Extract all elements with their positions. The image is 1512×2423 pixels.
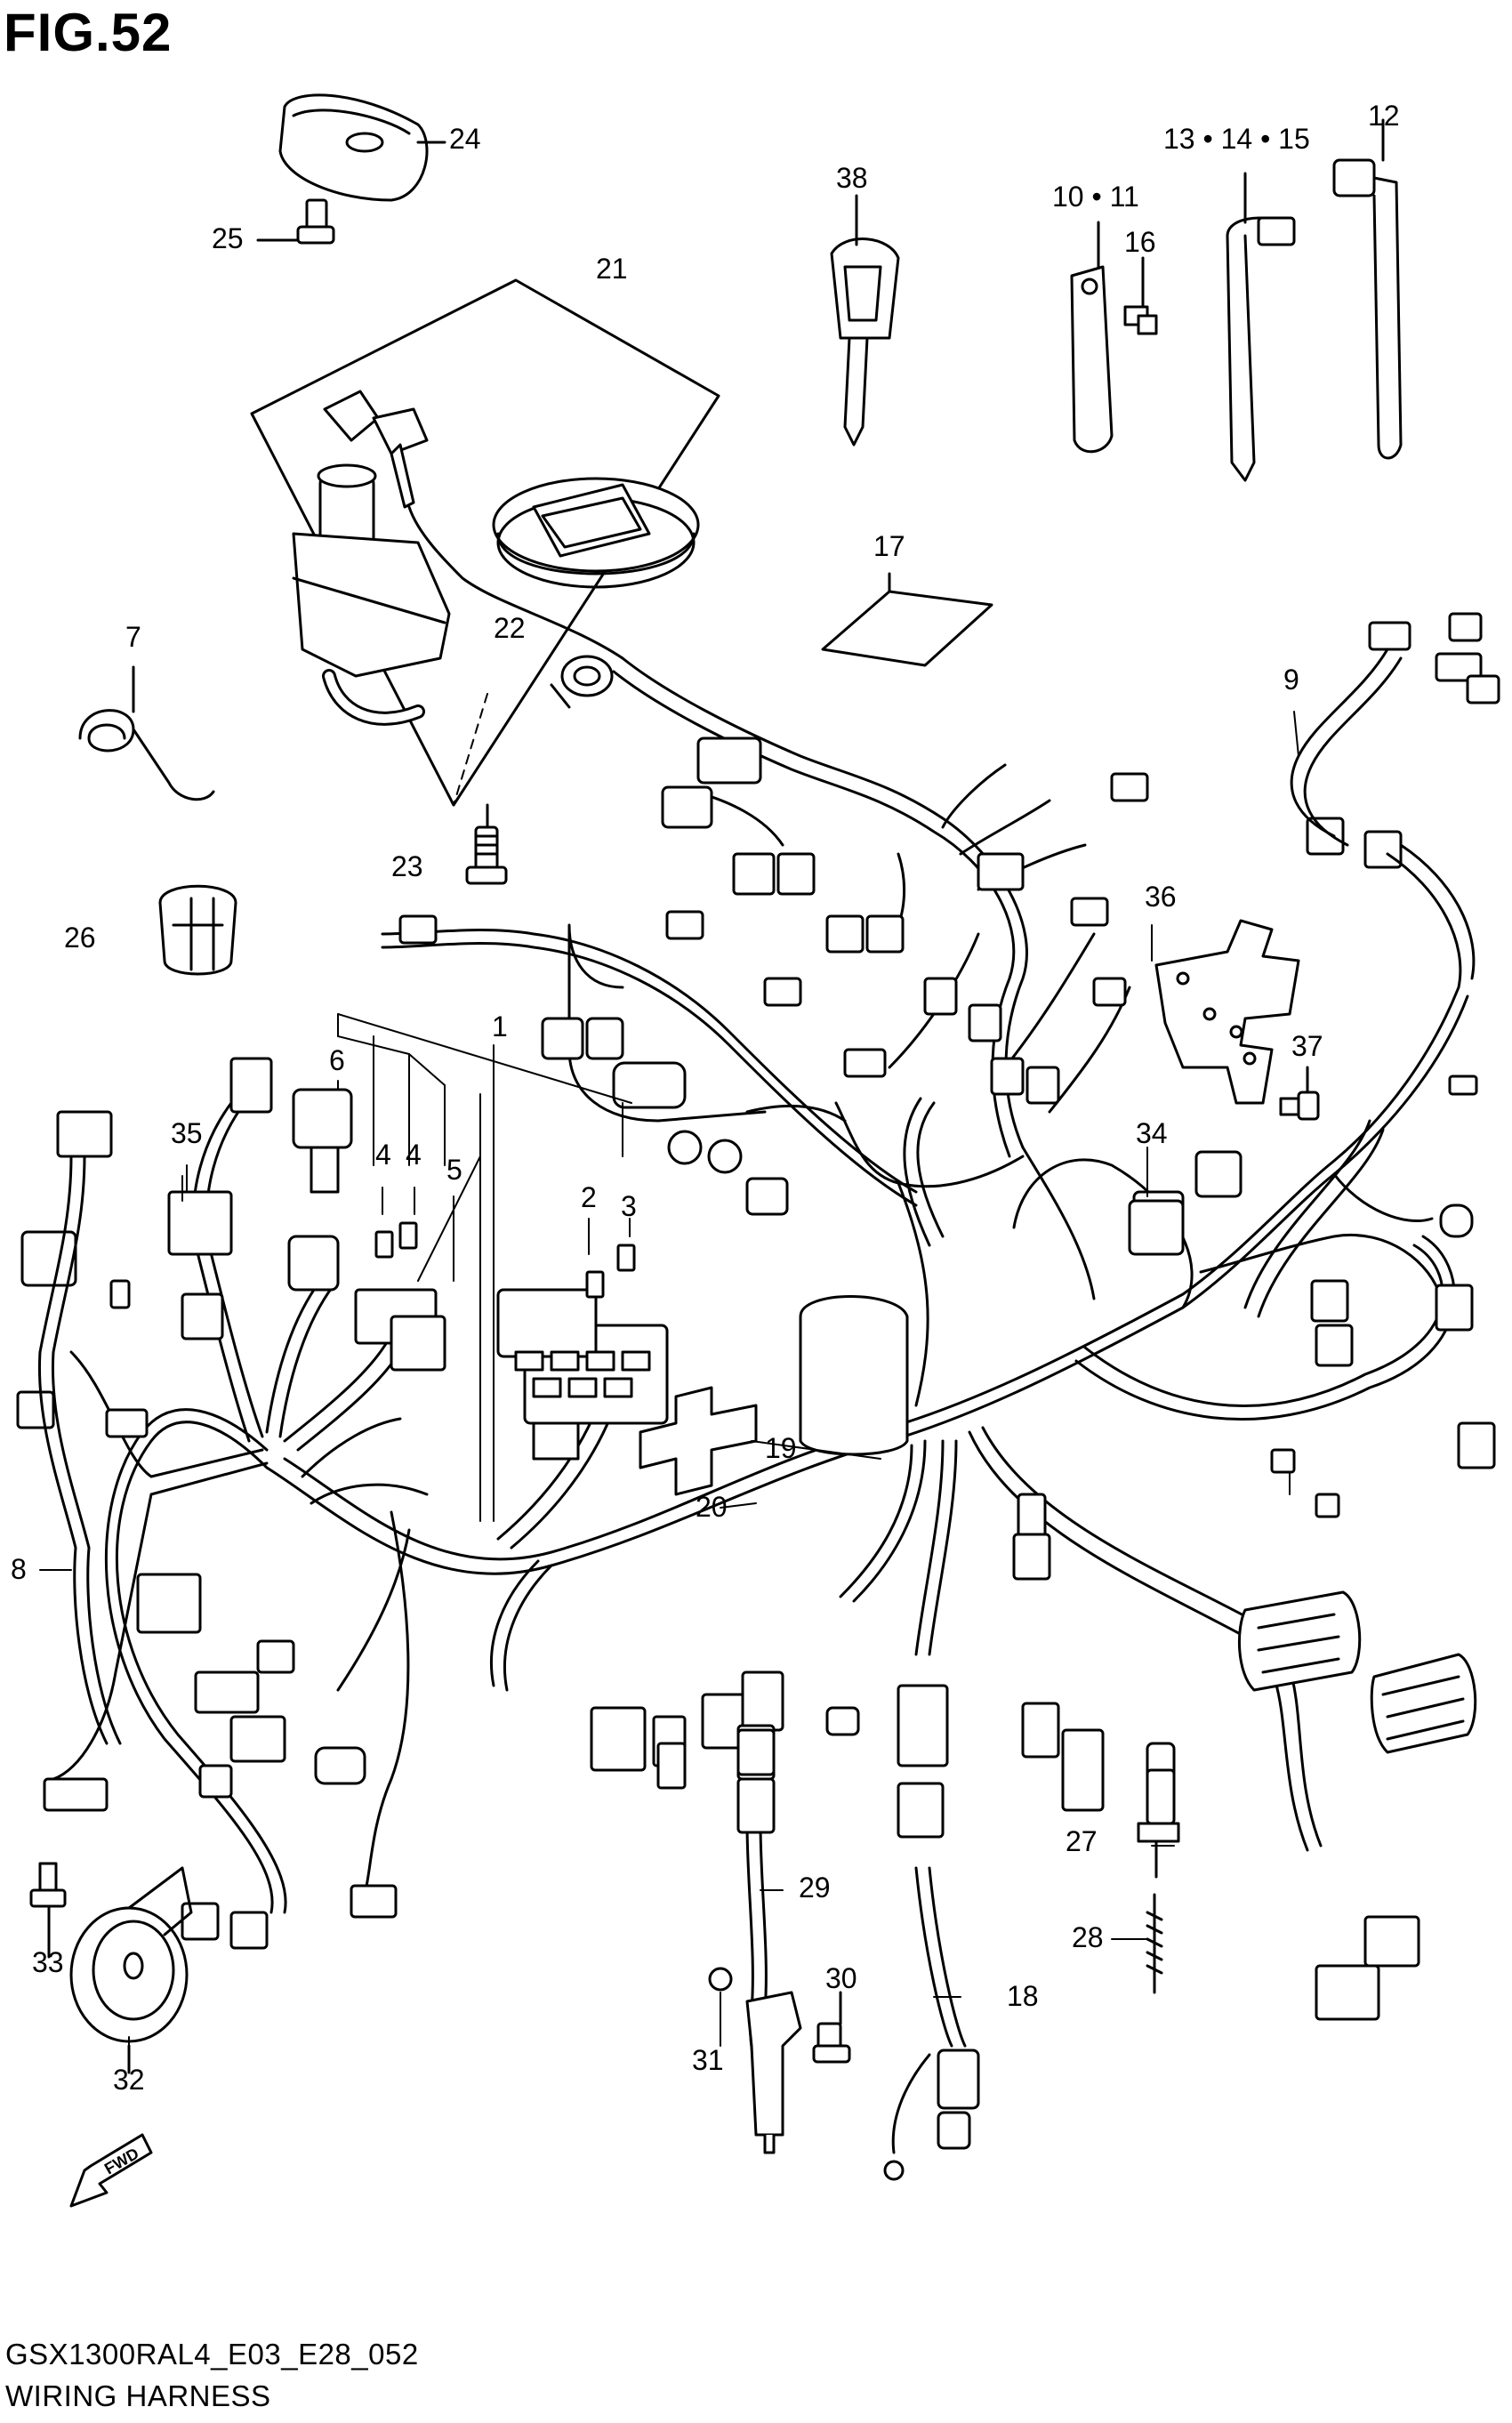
callout-8: 8: [11, 1553, 27, 1585]
fwd-arrow-icon: FWD: [69, 2133, 153, 2208]
callout-37: 37: [1291, 1030, 1323, 1062]
harness-8: [37, 1155, 122, 1745]
callout-31: 31: [692, 2044, 724, 2076]
bracket-36: [1154, 919, 1300, 1105]
callout-25: 25: [212, 222, 244, 254]
spring-7: [78, 665, 215, 801]
callout-12: 12: [1368, 100, 1400, 132]
callout-30: 30: [825, 1962, 857, 1994]
harness-34: [1128, 1199, 1185, 1256]
ignition-switch-set-box: [250, 278, 720, 807]
callout-35: 35: [171, 1117, 203, 1149]
callout-28: 28: [1072, 1921, 1104, 1953]
callout-24: 24: [449, 123, 481, 155]
callout-27: 27: [1066, 1825, 1098, 1857]
callout-33: 33: [32, 1946, 64, 1978]
callout-7: 7: [125, 621, 141, 653]
harness-9: [1290, 648, 1476, 989]
cap-26: [158, 884, 237, 976]
bolt-23: [465, 803, 508, 885]
callout-9: 9: [1283, 664, 1299, 696]
callout-36: 36: [1145, 881, 1177, 913]
callout-29: 29: [799, 1872, 831, 1904]
callout-22: 22: [494, 612, 526, 644]
callout-21: 21: [596, 253, 628, 285]
drawing-caption: WIRING HARNESS: [5, 2379, 271, 2412]
callout-23: 23: [391, 850, 423, 882]
bolt-30: [812, 1991, 851, 2064]
drawing-code: GSX1300RAL4_E03_E28_052: [5, 2338, 419, 2371]
bolt-33: [29, 1862, 67, 1959]
callout-2: 2: [581, 1181, 597, 1213]
callout-38: 38: [836, 162, 868, 194]
callout-26: 26: [64, 922, 96, 954]
callout-4b: 4: [406, 1139, 422, 1171]
sensor-27: [1137, 1768, 1180, 1879]
bolt-25: [256, 198, 335, 245]
callout-1: 1: [492, 1010, 508, 1042]
key-38: [830, 194, 900, 447]
clamp-13-14-15: [1226, 172, 1296, 482]
callout-34: 34: [1136, 1117, 1168, 1149]
callout-16: 16: [1124, 226, 1156, 258]
spring-28: [1146, 1893, 1163, 1994]
callout-18: 18: [1007, 1980, 1039, 2012]
label-17: [821, 572, 993, 667]
cover-24: [278, 93, 446, 202]
starter-lead-18: [883, 1866, 967, 2181]
figure-title: FIG.52: [4, 3, 173, 62]
clamp-10-11: [1070, 221, 1114, 454]
callout-13-14-15: 13 • 14 • 15: [1163, 123, 1310, 155]
clamp-12: [1332, 118, 1403, 460]
callout-leaders: [39, 711, 1299, 2056]
bolt-37: [1279, 1066, 1320, 1121]
callout-6: 6: [329, 1044, 345, 1076]
callout-19: 19: [765, 1432, 797, 1464]
horn-32: [69, 1866, 193, 2074]
callout-3: 3: [621, 1190, 637, 1222]
bolt-16: [1123, 256, 1158, 335]
harness-connectors: [16, 612, 1500, 2150]
callout-5: 5: [446, 1154, 462, 1186]
callout-10-11: 10 • 11: [1052, 181, 1139, 213]
callout-20: 20: [696, 1491, 728, 1523]
callout-32: 32: [113, 2064, 145, 2096]
side-stand-switch-31: [708, 1967, 802, 2154]
callout-4a: 4: [375, 1139, 391, 1171]
callout-17: 17: [873, 530, 905, 562]
